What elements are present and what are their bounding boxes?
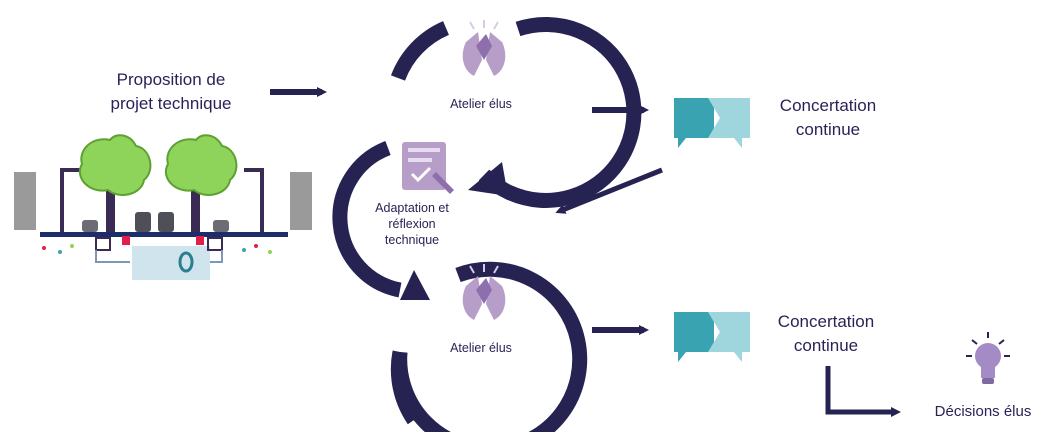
loop-arrowhead-1 [468,162,508,196]
consultation-1-line1: Concertation [779,96,877,115]
speech-bubbles-icon [674,98,750,148]
adaptation-line2: réflexion [388,217,436,231]
project-proposal-line1: Proposition de [116,70,226,89]
checklist-pen-icon [402,142,454,194]
loop-arc-workshop-2-tail [390,350,421,425]
clapping-hands-icon [462,20,506,76]
adaptation-line1: Adaptation et [375,201,449,215]
adaptation-line3: technique [384,233,440,247]
loop-arc-workshop-2 [392,261,588,432]
consultation-2-label: Concertation continue [756,310,896,358]
adaptation-label: Adaptation et réflexion technique [362,200,462,248]
workshop-1-label: Atelier élus [450,97,512,111]
loop-arc-workshop-1-tail [390,21,450,81]
project-proposal-line2: projet technique [110,94,232,113]
street-section-illustration [14,134,312,280]
lightbulb-icon [966,332,1010,384]
arrow-to-decisions [825,366,901,417]
arrow-feedback-to-adaptation [555,167,663,214]
loop-arrowhead-2 [400,270,430,300]
consultation-2-line2: continue [793,336,859,355]
consultation-1-line2: continue [795,120,861,139]
loop-arc-adaptation [332,140,402,298]
decisions-label: Décisions élus [934,403,1032,420]
speech-bubbles-icon [674,312,750,362]
consultation-2-line1: Concertation [777,312,875,331]
project-proposal-label: Proposition de projet technique [86,68,256,116]
consultation-1-label: Concertation continue [758,94,898,142]
tree-left [79,134,152,232]
clapping-hands-icon [462,264,506,320]
tree-right [165,134,238,232]
loop-arc-workshop-1 [478,17,642,208]
workshop-2-label: Atelier élus [450,341,512,355]
